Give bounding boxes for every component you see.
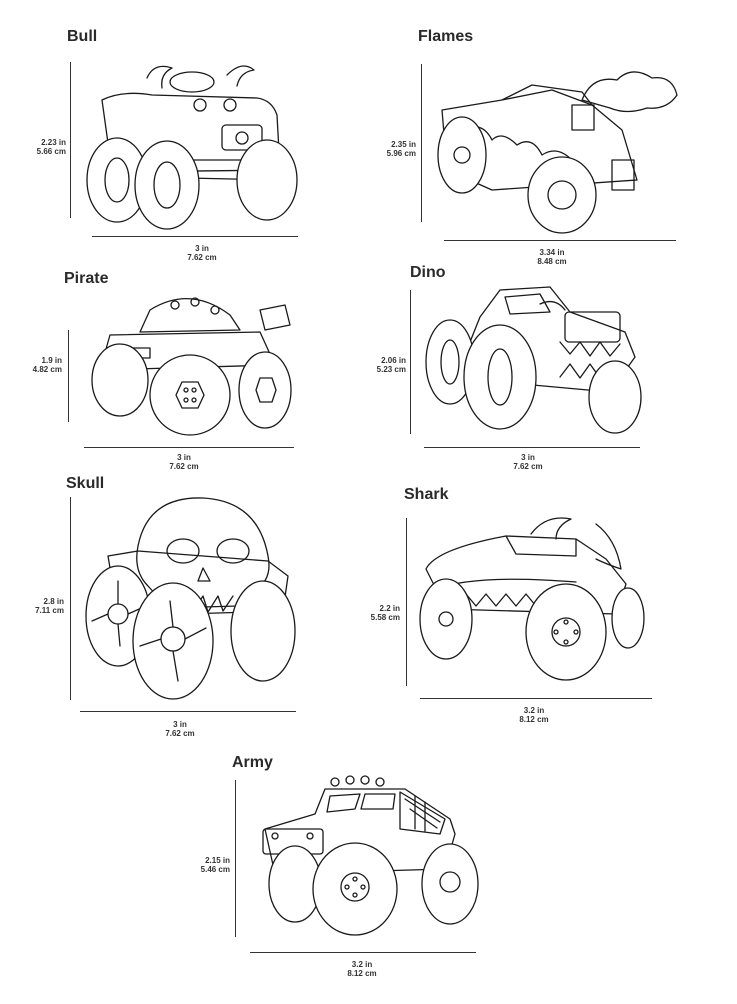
height-dimension-line [70,497,71,700]
pirate-truck-illustration [91,297,292,436]
width-label: 3.2 in 8.12 cm [347,960,377,978]
width-dimension-line [444,240,676,241]
width-dimension-line [84,447,294,448]
dino-truck-illustration [425,286,642,434]
height-label: 2.06 in 5.23 cm [376,356,406,374]
height-dimension-line [406,518,407,686]
height-label: 2.23 in 5.66 cm [36,138,66,156]
height-label: 2.2 in 5.58 cm [370,604,400,622]
width-label: 3.34 in 8.48 cm [537,248,567,266]
height-dimension-line [235,780,236,937]
height-dimension-line [410,290,411,434]
shark-truck-illustration [419,517,645,681]
truck-title-army: Army [232,754,273,771]
height-dimension-line [70,62,71,218]
height-label: 2.15 in 5.46 cm [200,856,230,874]
truck-title-flames: Flames [418,28,474,45]
width-dimension-line [80,711,296,712]
height-dimension-line [421,64,422,222]
width-dimension-line [420,698,652,699]
width-label: 3 in 7.62 cm [513,453,543,471]
truck-title-pirate: Pirate [64,270,109,287]
width-label: 3 in 7.62 cm [187,244,217,262]
width-label: 3.2 in 8.12 cm [519,706,549,724]
height-label: 1.9 in 4.82 cm [32,356,62,374]
width-dimension-line [250,952,476,953]
height-label: 2.35 in 5.96 cm [386,140,416,158]
width-label: 3 in 7.62 cm [169,453,199,471]
bull-truck-illustration [86,65,298,230]
flames-truck-illustration [437,71,678,234]
truck-title-skull: Skull [66,475,105,492]
height-label: 2.8 in 7.11 cm [35,597,64,615]
army-truck-illustration [262,775,479,936]
truck-title-bull: Bull [67,28,98,45]
width-dimension-line [92,236,298,237]
height-dimension-line [68,330,69,422]
skull-truck-illustration [85,497,296,700]
truck-title-dino: Dino [410,264,446,281]
truck-title-shark: Shark [404,486,449,503]
width-dimension-line [424,447,640,448]
width-label: 3 in 7.62 cm [165,720,195,738]
